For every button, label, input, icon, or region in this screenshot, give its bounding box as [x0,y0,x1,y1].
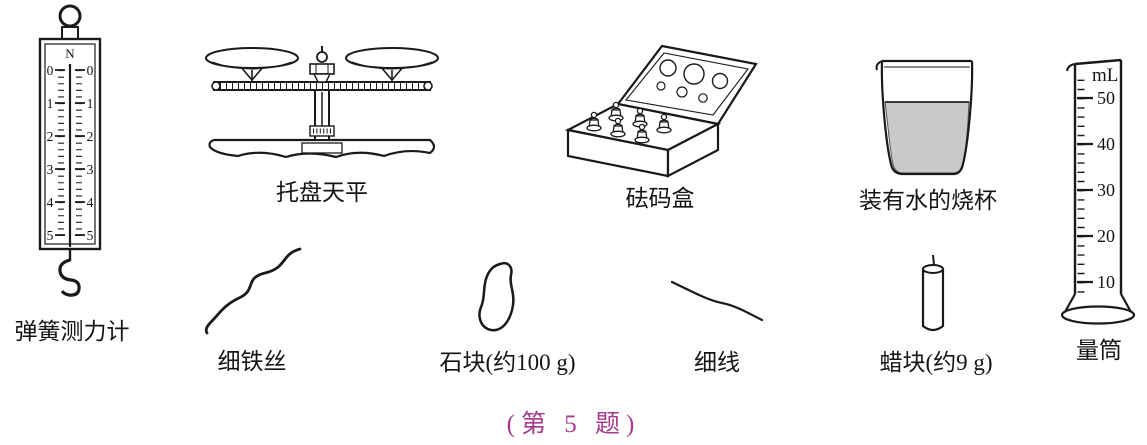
tick-label: 0 [47,63,54,78]
left-pan [205,47,299,69]
hook-icon [58,258,81,297]
tick-label: 40 [1097,134,1115,154]
beaker-label: 装有水的烧杯 [859,188,997,213]
cylinder-unit: mL [1092,65,1118,86]
thread-label: 细线 [694,350,740,375]
graduated-cylinder-illustration: mL 50 40 30 20 10 [1060,58,1136,325]
weight-box-illustration [564,44,758,178]
spring-scale-illustration: N 0 1 2 3 4 5 0 1 2 3 4 5 [38,4,102,297]
weight-box-label: 砝码盒 [625,186,695,211]
stone: 石块(约100 g) [439,260,576,375]
tick-label: 3 [47,162,54,177]
tick-label: 3 [87,162,94,177]
tick-label: 4 [87,195,94,210]
iron-wire: 细铁丝 [196,242,308,374]
tick-label: 1 [47,96,54,111]
tick-label: 2 [47,129,54,144]
ring-icon [58,4,82,28]
thread: 细线 [660,276,774,375]
cylinder-base [1060,305,1136,325]
wax-block-illustration [921,254,945,332]
right-pan [345,47,439,69]
beaker-illustration [875,59,974,176]
tick-label: 2 [87,129,94,144]
tick-label: 10 [1097,272,1115,292]
iron-wire-label: 细铁丝 [217,349,287,374]
tick-label: 4 [47,195,54,210]
thread-illustration [670,280,764,322]
spring-scale-unit: N [65,46,75,61]
box-side [666,122,720,178]
wax-block-label: 蜡块(约9 g) [879,350,993,375]
tick-label: 5 [87,228,94,243]
tick-label: 0 [87,63,94,78]
wax-block: 蜡块(约9 g) [879,250,993,375]
tick-label: 1 [87,96,94,111]
pan-balance-label: 托盘天平 [276,180,368,205]
iron-wire-illustration [204,247,302,335]
tick-label: 20 [1097,226,1115,246]
weight-box: 砝码盒 [560,36,760,211]
graduated-cylinder: mL 50 40 30 20 10 量筒 [1056,50,1142,363]
tick-label: 5 [47,228,54,243]
pan-balance: 托盘天平 [186,26,458,205]
spring-scale-label: 弹簧测力计 [14,319,130,344]
beaker: 装有水的烧杯 [858,52,998,213]
pan-balance-illustration [205,46,439,159]
stone-illustration [478,262,515,332]
water [884,101,970,174]
figure-caption: (第 5 题) [506,411,641,438]
tick-label: 50 [1097,88,1115,108]
tick-label: 30 [1097,180,1115,200]
graduated-cylinder-label: 量筒 [1076,338,1122,363]
spring-scale: N 0 1 2 3 4 5 0 1 2 3 4 5 弹簧测力计 [6,2,138,344]
stone-label: 石块(约100 g) [439,350,576,375]
